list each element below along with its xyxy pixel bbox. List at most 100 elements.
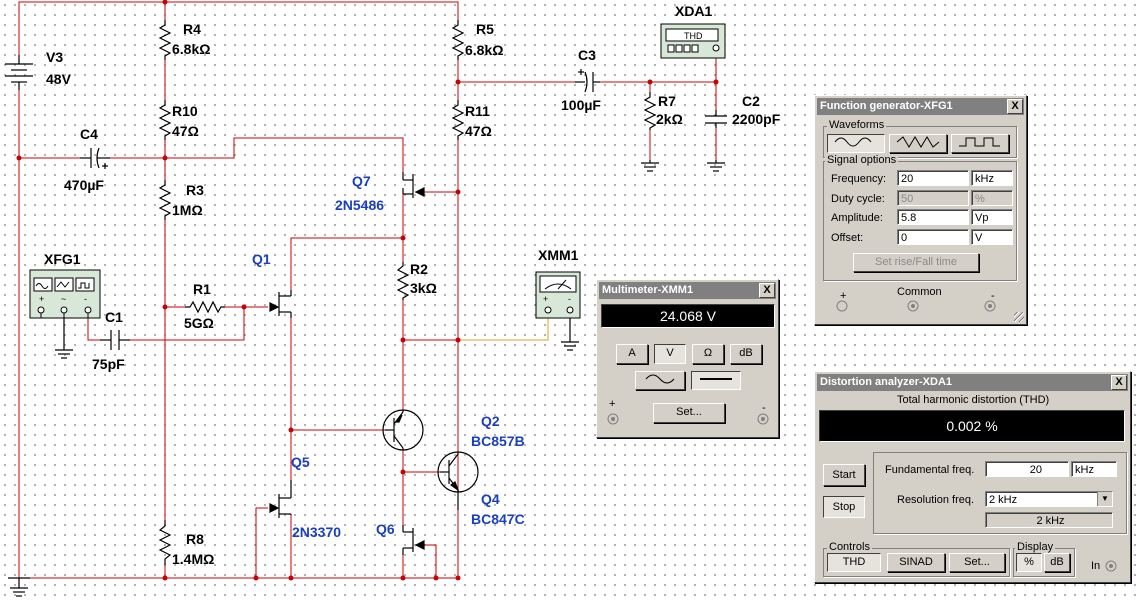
set-rise-fall-button[interactable]: Set rise/Fall time <box>853 253 979 272</box>
resistor-r5[interactable] <box>451 20 465 60</box>
amplitude-unit[interactable]: Vp <box>971 209 1013 225</box>
resize-grip[interactable] <box>1014 312 1024 322</box>
multimeter-window[interactable]: Multimeter-XMM1 X 24.068 V A V Ω dB Set.… <box>596 279 779 438</box>
resolution-freq-value: 2 kHz <box>989 494 1018 506</box>
dc-button[interactable] <box>691 371 741 390</box>
capacitor-c4[interactable] <box>80 147 110 169</box>
label-q1: Q1 <box>252 251 271 267</box>
distortion-analyzer-icon[interactable]: THD <box>660 23 726 59</box>
mode-amps-button[interactable]: A <box>616 344 648 364</box>
label-r1-value: 5GΩ <box>184 315 214 331</box>
ac-button[interactable] <box>635 371 685 390</box>
bjt-q2[interactable] <box>382 409 424 451</box>
jfet-q5[interactable] <box>269 480 292 518</box>
multimeter-terminals[interactable] <box>605 413 775 427</box>
jfet-q7[interactable] <box>402 172 425 198</box>
ac-wave-icon <box>645 374 675 384</box>
function-generator-window[interactable]: Function generator-XFG1 X Waveforms Sign… <box>814 95 1027 325</box>
label-r11-value: 47Ω <box>465 123 492 139</box>
sine-wave-button[interactable] <box>827 134 885 153</box>
component-labels: V3 48V R4 6.8kΩ R5 6.8kΩ R10 47Ω R11 47Ω… <box>44 3 781 567</box>
resistor-r7[interactable] <box>643 92 657 130</box>
resistor-r8[interactable] <box>158 520 172 565</box>
fundamental-freq-label: Fundamental freq. <box>885 464 975 476</box>
thd-button[interactable]: THD <box>827 553 881 572</box>
dc-line-icon <box>700 378 732 380</box>
terminals[interactable] <box>835 300 1015 314</box>
frequency-input[interactable]: 20 <box>897 170 969 186</box>
signal-options-label: Signal options <box>825 154 899 166</box>
resolution-freq-select[interactable]: 2 kHz ▼ <box>985 491 1113 507</box>
label-c4: C4 <box>80 126 98 142</box>
meter-wire <box>458 318 549 341</box>
label-q7: Q7 <box>352 173 371 189</box>
label-c1: C1 <box>105 309 123 325</box>
amplitude-label: Amplitude: <box>831 212 883 224</box>
multimeter-icon[interactable]: +- <box>535 271 581 319</box>
label-r5: R5 <box>476 21 494 37</box>
square-wave-button[interactable] <box>951 134 1009 153</box>
analyzer-set-button[interactable]: Set... <box>949 553 1005 572</box>
battery-v3[interactable] <box>5 55 33 90</box>
display-percent-button[interactable]: % <box>1016 553 1042 572</box>
frequency-label: Frequency: <box>831 173 887 185</box>
amplitude-input[interactable]: 5.8 <box>897 209 969 225</box>
resistor-r2[interactable] <box>396 262 410 300</box>
start-button[interactable]: Start <box>823 464 865 486</box>
label-q5-part: 2N3370 <box>292 524 341 540</box>
wires <box>18 1 717 579</box>
label-r2-value: 3kΩ <box>410 280 437 296</box>
offset-unit[interactable]: V <box>971 229 1013 245</box>
multimeter-set-button[interactable]: Set... <box>653 403 725 423</box>
triangle-wave-button[interactable] <box>889 134 947 153</box>
function-generator-titlebar[interactable]: Function generator-XFG1 X <box>817 98 1024 115</box>
resistor-r10[interactable] <box>158 100 172 140</box>
label-r3: R3 <box>186 182 204 198</box>
xda1-badge: THD <box>684 31 703 41</box>
fundamental-freq-unit[interactable]: kHz <box>1071 461 1117 477</box>
label-r5-value: 6.8kΩ <box>465 42 503 58</box>
capacitor-c2[interactable] <box>705 110 727 128</box>
jfet-q6[interactable] <box>402 525 425 555</box>
label-v3: V3 <box>46 49 63 65</box>
fundamental-freq-input[interactable]: 20 <box>985 461 1069 477</box>
close-icon[interactable]: X <box>1007 99 1023 114</box>
capacitor-c1[interactable] <box>100 330 130 350</box>
distortion-analyzer-titlebar[interactable]: Distortion analyzer-XDA1 X <box>817 374 1128 391</box>
function-generator-icon[interactable]: +~- <box>29 269 101 319</box>
display-label: Display <box>1015 541 1056 553</box>
mode-db-button[interactable]: dB <box>730 344 762 364</box>
duty-cycle-label: Duty cycle: <box>831 193 885 205</box>
close-icon[interactable]: X <box>1111 375 1127 390</box>
input-terminal-label: In <box>1091 560 1101 572</box>
sinad-button[interactable]: SINAD <box>887 553 945 572</box>
junction-dots <box>16 0 719 581</box>
bjt-q4[interactable] <box>437 451 479 510</box>
resistor-r3[interactable] <box>158 180 172 220</box>
multimeter-titlebar[interactable]: Multimeter-XMM1 X <box>599 282 776 299</box>
resistor-r11[interactable] <box>451 100 465 140</box>
resistor-r1[interactable] <box>185 300 225 314</box>
label-c3: C3 <box>578 47 596 63</box>
display-db-button[interactable]: dB <box>1044 553 1070 572</box>
offset-input[interactable]: 0 <box>897 229 969 245</box>
close-icon[interactable]: X <box>759 283 775 298</box>
label-q5: Q5 <box>291 454 310 470</box>
duty-cycle-input[interactable]: 50 <box>897 190 969 206</box>
offset-label: Offset: <box>831 232 864 244</box>
distortion-analyzer-window[interactable]: Distortion analyzer-XDA1 X Total harmoni… <box>814 371 1131 583</box>
label-q2: Q2 <box>481 413 500 429</box>
jfet-q1[interactable] <box>269 290 292 318</box>
duty-cycle-unit[interactable]: % <box>971 190 1013 206</box>
capacitor-c3[interactable] <box>575 69 600 93</box>
label-r2: R2 <box>410 261 428 277</box>
chevron-down-icon[interactable]: ▼ <box>1097 492 1112 506</box>
mode-volts-button[interactable]: V <box>654 344 686 364</box>
stop-button[interactable]: Stop <box>823 496 865 518</box>
resistor-r4[interactable] <box>158 20 172 60</box>
input-terminal[interactable] <box>1105 559 1119 573</box>
function-generator-title: Function generator-XFG1 <box>820 100 953 112</box>
mode-ohms-button[interactable]: Ω <box>692 344 724 364</box>
frequency-unit[interactable]: kHz <box>971 170 1013 186</box>
